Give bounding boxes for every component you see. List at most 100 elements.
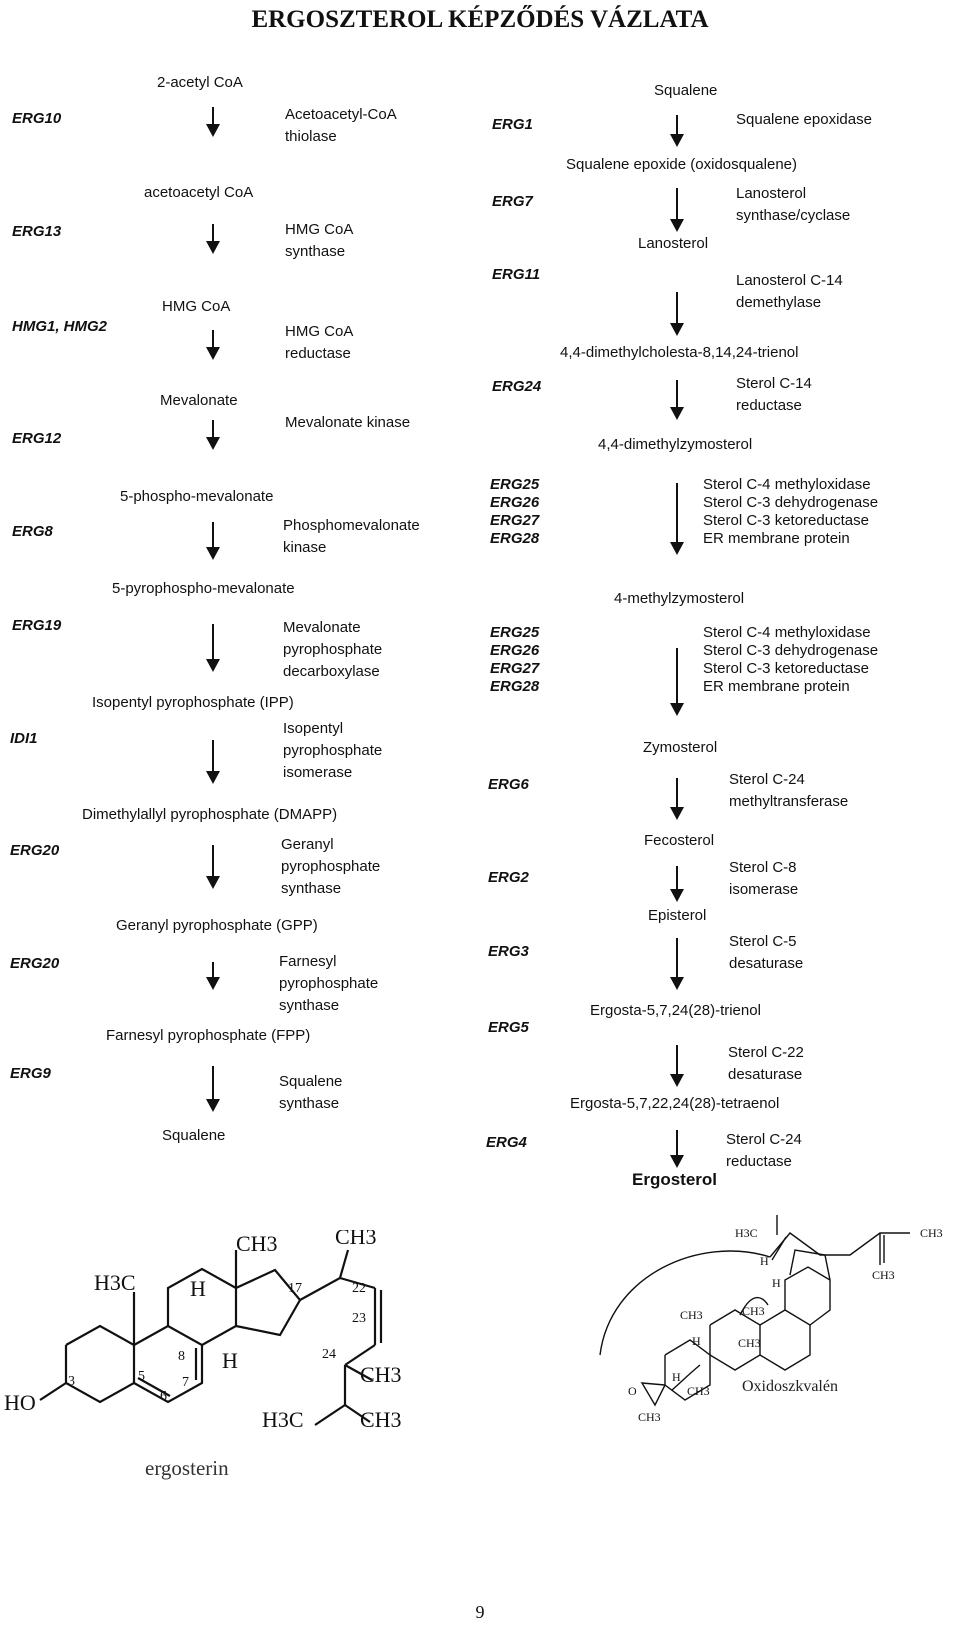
oxido-group: CH3 — [687, 1384, 710, 1398]
compound-mevalonate: Mevalonate — [160, 392, 238, 409]
compound-5-pyrophospho-mevalonate: 5-pyrophospho-mevalonate — [112, 580, 295, 597]
compound-zymosterol: Zymosterol — [643, 739, 718, 756]
arrow-down — [206, 522, 220, 560]
gene-erg10: ERG10 — [12, 110, 62, 127]
gene-erg12: ERG12 — [12, 430, 62, 447]
arrow-down — [670, 115, 684, 147]
compound-squalene-epoxide: Squalene epoxide (oxidosqualene) — [566, 156, 798, 173]
arrow-down — [206, 624, 220, 672]
gene-erg20-b: ERG20 — [10, 955, 60, 972]
arrow-down — [206, 740, 220, 784]
arrow-down — [206, 962, 220, 990]
arrow-down — [206, 224, 220, 254]
compound-5-phospho-mevalonate: 5-phospho-mevalonate — [120, 488, 274, 505]
compound-squalene-left: Squalene — [162, 1127, 226, 1144]
oxidosqualene-bonds — [599, 1215, 910, 1407]
page-number: 9 — [475, 1602, 485, 1622]
ergosterin-group: CH3 — [236, 1231, 278, 1256]
ergosterin-group: CH3 — [335, 1230, 377, 1249]
gene-erg25-28-b: ERG25 ERG26 ERG27 ERG28 — [490, 624, 540, 695]
compound-4-methylzymosterol: 4-methylzymosterol — [614, 590, 745, 607]
arrow-down — [670, 1130, 684, 1168]
enzyme-sterol-c8-isomerase: Sterol C-8 isomerase — [729, 859, 799, 898]
compound-hmg-coa: HMG CoA — [162, 298, 231, 315]
gene-erg1: ERG1 — [492, 116, 533, 133]
enzyme-hmg-coa-synthase: HMG CoA synthase — [285, 221, 354, 260]
gene-hmg1-hmg2: HMG1, HMG2 — [12, 318, 108, 335]
ergosterin-atom-number: 17 — [288, 1281, 302, 1296]
compound-episterol: Episterol — [648, 907, 707, 924]
enzyme-sterol-c14-reductase: Sterol C-14 reductase — [736, 375, 812, 414]
enzyme-squalene-epoxidase: Squalene epoxidase — [736, 111, 872, 128]
enzyme-sterol-c4-complex-a: Sterol C-4 methyloxidase Sterol C-3 dehy… — [703, 476, 879, 547]
gene-erg4: ERG4 — [486, 1134, 527, 1151]
enzyme-phosphomevalonate-kinase: Phosphomevalonate kinase — [283, 517, 420, 556]
gene-erg13: ERG13 — [12, 223, 62, 240]
arrow-down — [206, 420, 220, 450]
oxido-group: H3C — [735, 1226, 758, 1240]
oxido-group: H — [672, 1370, 681, 1384]
enzyme-mevalonate-kinase: Mevalonate kinase — [285, 414, 411, 431]
enzyme-geranyl-pp-synthase: Geranyl pyrophosphate synthase — [281, 836, 381, 897]
enzyme-mevalonate-pp-decarboxylase: Mevalonate pyrophosphate decarboxylase — [283, 619, 383, 680]
gene-erg20-a: ERG20 — [10, 842, 60, 859]
gene-erg24: ERG24 — [492, 378, 542, 395]
arrow-down — [670, 778, 684, 820]
arrow-down — [670, 188, 684, 232]
oxido-group: CH3 — [920, 1226, 943, 1240]
gene-erg6: ERG6 — [488, 776, 529, 793]
compound-dimethylcholesta-trienol: 4,4-dimethylcholesta-8,14,24-trienol — [560, 344, 799, 361]
enzyme-farnesyl-pp-synthase: Farnesyl pyrophosphate synthase — [279, 953, 379, 1014]
ergosterin-group: CH3 — [360, 1407, 402, 1432]
oxido-group: H — [772, 1276, 781, 1290]
ergosterin-group: HO — [4, 1390, 36, 1415]
compound-acetoacetyl-coa: acetoacetyl CoA — [144, 184, 254, 201]
gene-erg25-28-a: ERG25 ERG26 ERG27 ERG28 — [490, 476, 540, 547]
compound-dimethylzymosterol: 4,4-dimethylzymosterol — [598, 436, 753, 453]
compound-lanosterol: Lanosterol — [638, 235, 709, 252]
page-title: ERGOSZTEROL KÉPZŐDÉS VÁZLATA — [251, 6, 709, 33]
ergosterin-atom-number: 3 — [68, 1374, 75, 1389]
oxido-group: CH3 — [638, 1410, 661, 1424]
arrow-down — [206, 330, 220, 360]
arrow-down — [670, 292, 684, 336]
oxido-group: CH3 — [742, 1304, 765, 1318]
enzyme-sterol-c4-complex-b: Sterol C-4 methyloxidase Sterol C-3 dehy… — [703, 624, 879, 695]
arrow-down — [670, 648, 684, 716]
arrow-down — [206, 107, 220, 137]
enzyme-hmg-coa-reductase: HMG CoA reductase — [285, 323, 354, 362]
arrow-down — [670, 1045, 684, 1087]
oxido-group: CH3 — [680, 1308, 703, 1322]
ergosterin-structure: CH3 CH3 H3C H H CH3 H3C CH3 HO 3 5 6 7 8… — [4, 1230, 402, 1480]
arrow-down — [206, 1066, 220, 1112]
compound-fecosterol: Fecosterol — [644, 832, 715, 849]
ergosterin-bonds — [39, 1249, 383, 1426]
enzyme-squalene-synthase: Squalene synthase — [279, 1073, 343, 1112]
enzyme-acetoacetyl-coa-thiolase: Acetoacetyl-CoA thiolase — [285, 106, 397, 145]
compound-ergosterol: Ergosterol — [632, 1170, 718, 1189]
gene-erg5: ERG5 — [488, 1019, 529, 1036]
compound-fpp: Farnesyl pyrophosphate (FPP) — [106, 1027, 311, 1044]
ergosterin-atom-number: 8 — [178, 1349, 185, 1364]
arrow-down — [670, 866, 684, 902]
enzyme-ipp-isomerase: Isopentyl pyrophosphate isomerase — [283, 720, 383, 781]
ergosterin-atom-number: 24 — [322, 1347, 336, 1362]
ergosterin-atom-number: 22 — [352, 1281, 366, 1296]
ergosterin-atom-number: 7 — [182, 1375, 189, 1390]
ergosterin-group: H3C — [94, 1270, 136, 1295]
ergosterin-atom-number: 5 — [138, 1369, 145, 1384]
compound-gpp: Geranyl pyrophosphate (GPP) — [116, 917, 318, 934]
gene-erg8: ERG8 — [12, 523, 53, 540]
arrow-down — [670, 938, 684, 990]
compound-2-acetyl-coa: 2-acetyl CoA — [157, 74, 243, 91]
oxido-group: CH3 — [872, 1268, 895, 1282]
oxido-group: H — [692, 1334, 701, 1348]
ergosterin-atom-number: 23 — [352, 1311, 366, 1326]
compound-ergosta-tetraenol: Ergosta-5,7,22,24(28)-tetraenol — [570, 1095, 780, 1112]
ergosterin-group: H — [222, 1348, 238, 1373]
gene-erg19: ERG19 — [12, 617, 62, 634]
ergosterin-group: H — [190, 1276, 206, 1301]
gene-erg9: ERG9 — [10, 1065, 51, 1082]
gene-erg7: ERG7 — [492, 193, 533, 210]
oxidosqualene-caption: Oxidoszkvalén — [742, 1378, 838, 1395]
